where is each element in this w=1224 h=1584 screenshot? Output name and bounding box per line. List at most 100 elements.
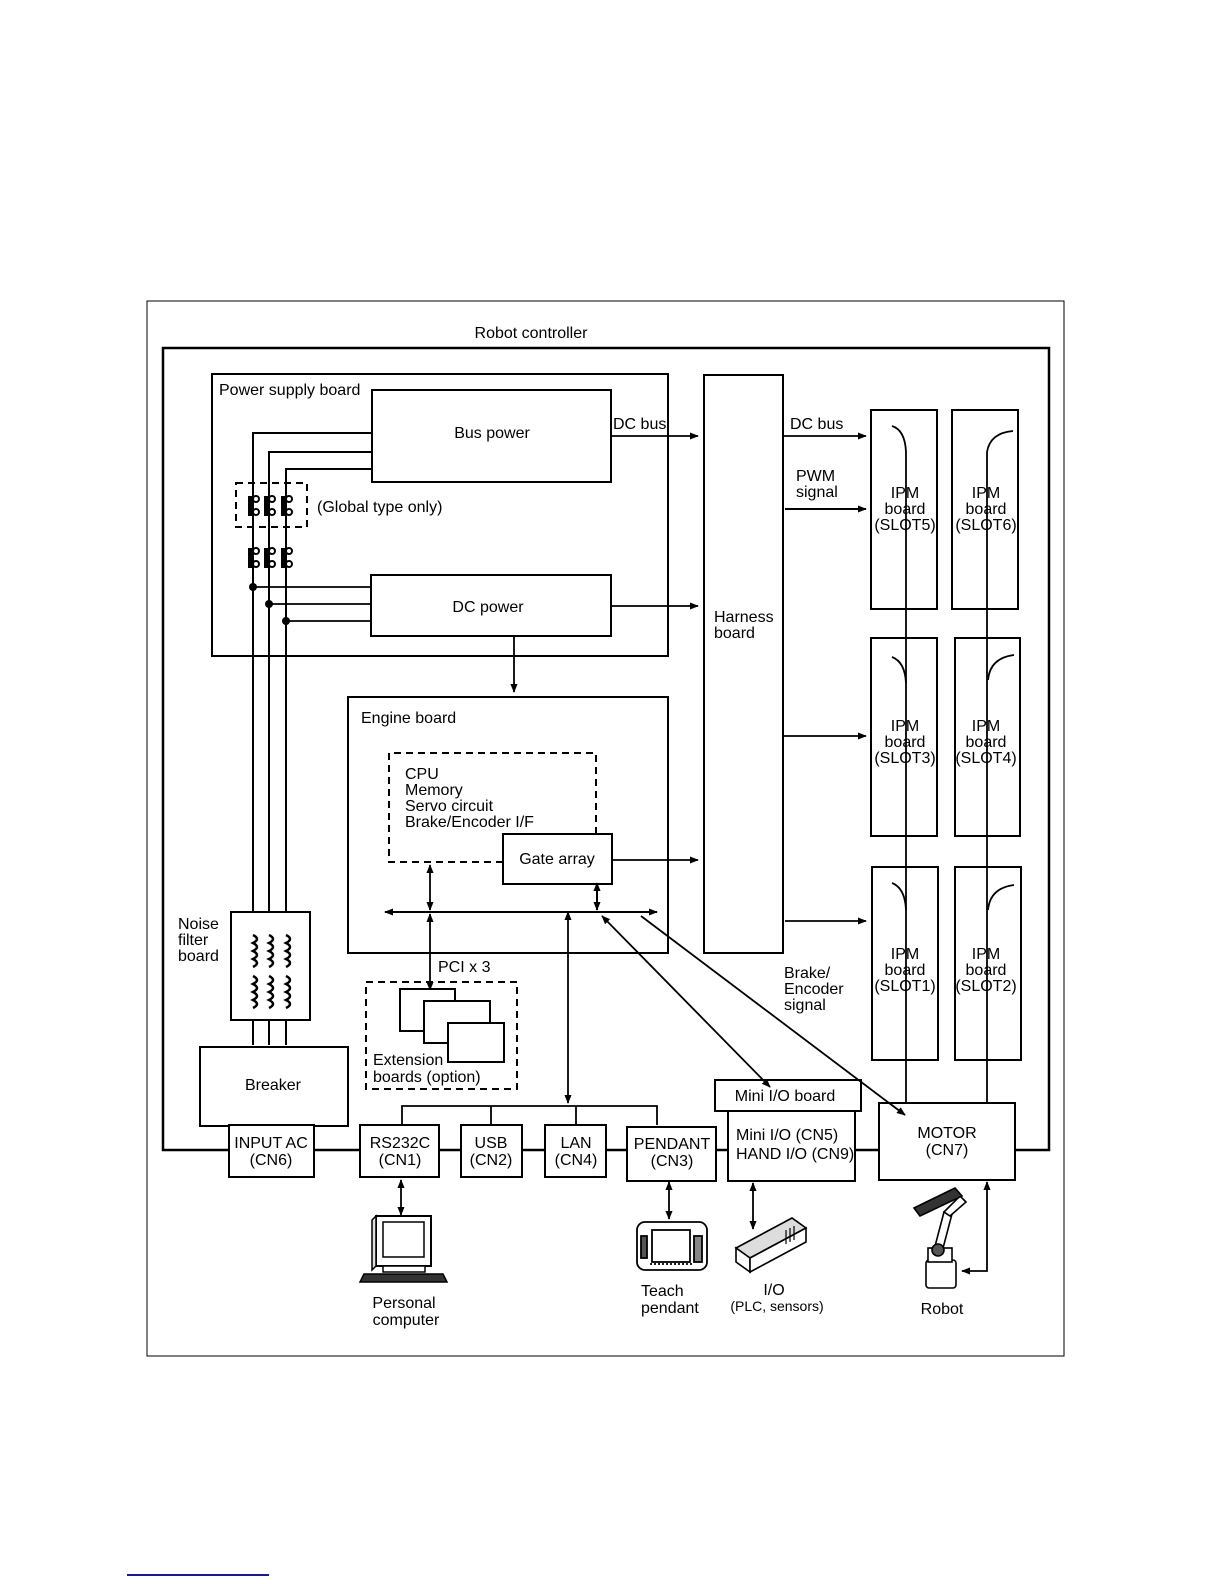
extension-board-card [447,1022,505,1063]
svg-text:IPM: IPM [972,946,1000,963]
svg-text:MOTOR: MOTOR [917,1125,976,1142]
dc-power-label: DC power [452,599,524,616]
harness-board-label-2: board [714,625,755,642]
svg-text:PENDANT: PENDANT [634,1136,711,1153]
io-module-icon [734,1217,808,1274]
footnote-separator [127,1574,269,1576]
gate-array-block [502,833,613,885]
engine-board-label: Engine board [361,710,456,727]
pwm-signal-label-2: signal [796,484,838,501]
personal-computer-icon [358,1214,449,1283]
engine-board: Engine board CPU Memory Servo circuit Br… [347,696,669,954]
connector-lan: LAN (CN4) [544,1124,607,1178]
svg-text:USB: USB [475,1135,508,1152]
brake-encoder-signal-arrow [640,915,906,1116]
breaker-label: Breaker [245,1077,302,1094]
gate-array-label: Gate array [519,851,595,868]
pc-label-2: computer [373,1312,440,1329]
pendant-label-1: Teach [641,1283,684,1300]
brake-signal-label-2: Encoder [784,981,844,998]
cpu-dashed-group [388,752,597,863]
extension-label-1: Extension [373,1052,443,1069]
dc-power-taps [253,586,371,622]
connector-input-ac: INPUT AC (CN6) [228,1124,315,1178]
pwm-signal-label-1: PWM [796,468,835,485]
robot-link-arrow [961,1181,991,1275]
robot-label: Robot [921,1301,964,1318]
ipm-board-slot3: IPM board (SLOT3) [870,637,938,837]
io-label-2: (PLC, sensors) [730,1298,823,1314]
svg-text:IPM: IPM [891,946,919,963]
mini-io-port-cn5: Mini I/O (CN5) [736,1127,838,1144]
harness-board [703,374,784,954]
svg-text:LAN: LAN [560,1135,591,1152]
ipm-board-slot6: IPM board (SLOT6) [951,409,1019,610]
ipm-board-slot2: IPM board (SLOT2) [954,866,1022,1061]
connector-bus [401,1105,658,1125]
connector-pendant: PENDANT (CN3) [626,1126,717,1182]
svg-text:RS232C: RS232C [370,1135,430,1152]
extension-boards-dashed-box [365,981,518,1090]
fuse-symbols [248,495,293,568]
global-type-note: (Global type only) [317,499,442,516]
engine-function-brake-encoder: Brake/Encoder I/F [405,814,534,831]
harness-board-label-1: Harness [714,609,774,626]
svg-text:(SLOT3): (SLOT3) [874,750,935,767]
noise-filter-label-2: filter [178,932,209,949]
svg-text:board: board [966,962,1007,979]
engine-function-servo: Servo circuit [405,798,494,815]
svg-text:board: board [966,501,1007,518]
connector-rs232c: RS232C (CN1) [359,1124,440,1178]
teach-pendant-icon [636,1221,708,1271]
global-type-dashed-box [235,482,308,528]
svg-text:board: board [885,962,926,979]
svg-text:(SLOT1): (SLOT1) [874,978,935,995]
svg-text:(SLOT5): (SLOT5) [874,517,935,534]
mini-io-ports [727,1110,856,1182]
connector-usb: USB (CN2) [460,1124,523,1178]
brake-signal-label-1: Brake/ [784,965,831,982]
diagram-title: Robot controller [475,325,589,342]
inductor-coils [250,933,292,1010]
svg-text:(SLOT2): (SLOT2) [955,978,1016,995]
pendant-label-2: pendant [641,1300,699,1317]
gate-array-to-mini-io-arrow [601,915,771,1088]
svg-text:(CN3): (CN3) [651,1153,694,1170]
brake-signal-label-3: signal [784,997,826,1014]
junction-dot [249,583,257,591]
junction-dot [282,617,290,625]
phase-line-2 [268,451,372,1045]
pci-label: PCI x 3 [438,959,491,976]
global-type-fuse-group [235,482,308,528]
svg-text:IPM: IPM [972,485,1000,502]
svg-text:(CN1): (CN1) [379,1152,422,1169]
phase-line-3 [285,468,372,1045]
power-supply-board: Power supply board Bus power DC power DC… [211,373,669,1045]
robot-arm-icon [912,1187,968,1289]
engine-function-memory: Memory [405,782,463,799]
svg-text:(CN7): (CN7) [926,1142,969,1159]
svg-text:IPM: IPM [891,718,919,735]
svg-text:(CN6): (CN6) [250,1152,293,1169]
svg-text:board: board [966,734,1007,751]
dc-bus-label-psu: DC bus [613,416,666,433]
svg-text:(SLOT6): (SLOT6) [955,517,1016,534]
mini-io-board [714,1079,862,1112]
ipm-board-slot5: IPM board (SLOT5) [870,409,938,610]
pc-label-1: Personal [372,1295,435,1312]
svg-text:INPUT AC: INPUT AC [234,1135,308,1152]
power-supply-board-label: Power supply board [219,382,360,399]
svg-text:board: board [885,734,926,751]
svg-text:IPM: IPM [891,485,919,502]
noise-filter-label-1: Noise [178,916,219,933]
svg-text:IPM: IPM [972,718,1000,735]
svg-text:board: board [885,501,926,518]
connector-motor: MOTOR (CN7) [878,1102,1016,1181]
dc-bus-label-harness: DC bus [790,416,843,433]
extension-label-2: boards (option) [373,1069,481,1086]
figure-frame [146,300,1065,1357]
ipm-board-slot1: IPM board (SLOT1) [871,866,939,1061]
svg-text:(CN2): (CN2) [470,1152,513,1169]
bus-power-block [371,389,612,483]
